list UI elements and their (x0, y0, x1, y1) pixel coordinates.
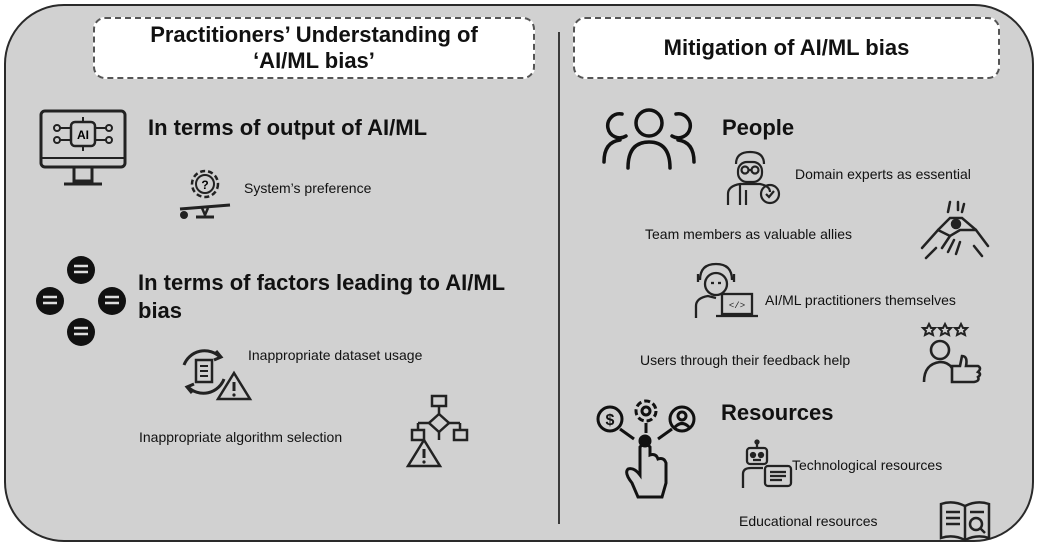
team-handshake-icon (918, 200, 992, 271)
resources-item-technological: Technological resources (792, 457, 943, 473)
factors-heading-line2: bias (138, 298, 183, 323)
practitioner-laptop-icon: </> (694, 262, 766, 325)
domain-expert-icon (724, 150, 786, 211)
people-item-domain-experts: Domain experts as essential (795, 166, 971, 182)
output-item-system-preference: System’s preference (244, 180, 372, 196)
gear-scale-icon: ? (176, 165, 234, 228)
right-title-box: Mitigation of AI/ML bias (573, 17, 1000, 79)
left-title-box: Practitioners’ Understanding of ‘AI/ML b… (93, 17, 535, 79)
robot-chat-icon (741, 439, 793, 495)
resources-hand-icon: $ (594, 397, 698, 506)
resources-item-educational: Educational resources (739, 513, 878, 529)
right-title: Mitigation of AI/ML bias (663, 35, 910, 60)
svg-text:$: $ (606, 412, 615, 429)
factors-item-algorithm: Inappropriate algorithm selection (139, 429, 343, 445)
section-divider (558, 32, 560, 524)
people-item-users: Users through their feedback help (640, 352, 851, 368)
diagram-panel (4, 4, 1034, 542)
people-group-icon (600, 106, 698, 179)
ai-badge-text: AI (77, 128, 89, 142)
left-title-line1: Practitioners’ Understanding of (150, 22, 478, 47)
people-item-team-members: Team members as valuable allies (645, 226, 852, 242)
dataset-warning-icon (176, 345, 253, 408)
factors-item-dataset: Inappropriate dataset usage (248, 347, 423, 363)
svg-text:?: ? (201, 178, 208, 192)
svg-text:</>: </> (729, 301, 745, 311)
book-icon (937, 498, 993, 547)
people-item-practitioners: AI/ML practitioners themselves (765, 292, 956, 308)
factors-heading-line1: In terms of factors leading to AI/ML (138, 270, 506, 295)
left-title-line2: ‘AI/ML bias’ (253, 48, 375, 73)
output-heading: In terms of output of AI/ML (148, 115, 428, 140)
ai-monitor-icon: AI (38, 108, 130, 195)
four-chat-icon (35, 255, 127, 352)
flowchart-warning-icon (404, 394, 474, 473)
people-heading: People (722, 115, 795, 140)
user-feedback-icon (920, 321, 984, 391)
resources-heading: Resources (721, 400, 834, 425)
